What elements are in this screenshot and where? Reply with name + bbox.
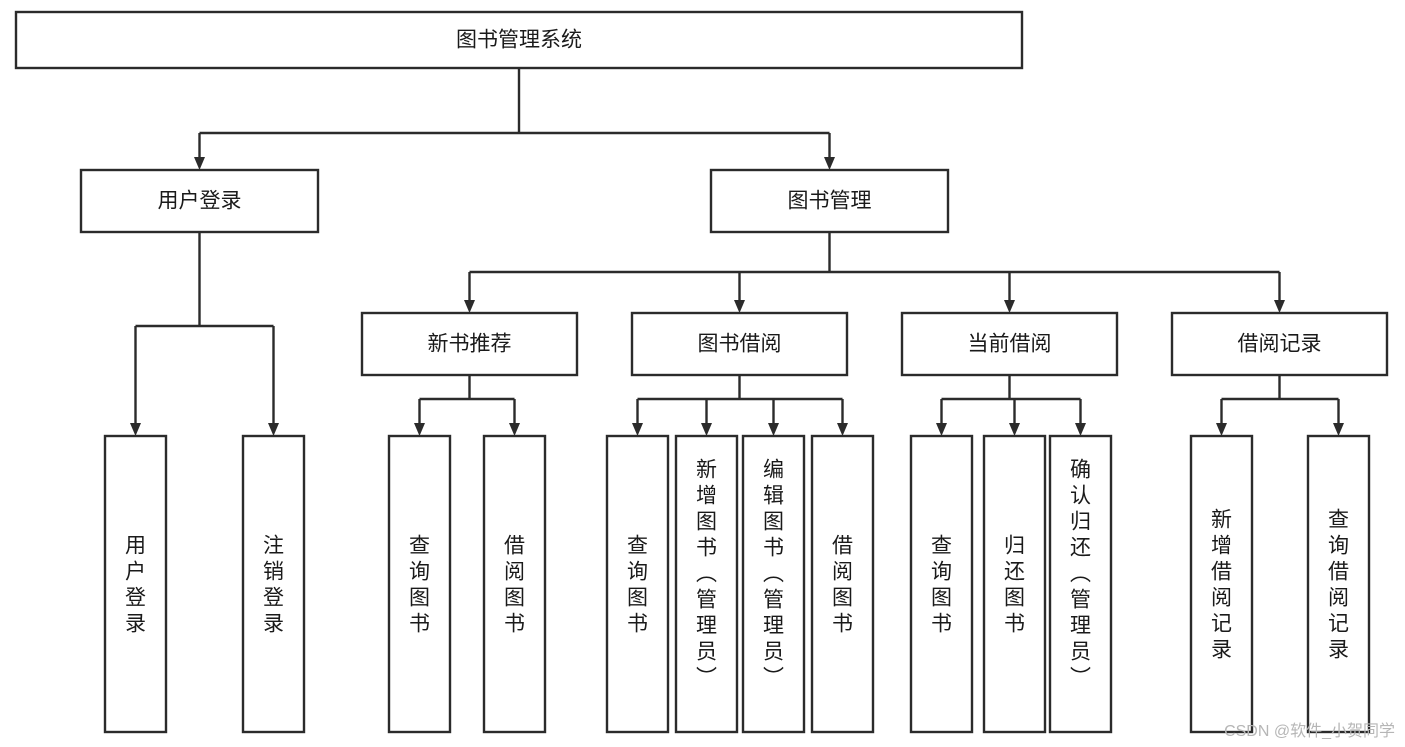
- node-label: 图书管理: [788, 190, 872, 213]
- node-box: [709, 168, 950, 234]
- node-box: [1170, 311, 1389, 377]
- node-leaf-nb-borrow[interactable]: 借阅图书: [482, 434, 547, 734]
- node-box: [1189, 434, 1254, 734]
- arrow-head-icon: [936, 423, 947, 436]
- edge-group-l3-newbook: [414, 375, 520, 436]
- arrow-head-icon: [837, 423, 848, 436]
- node-label: 当前借阅: [968, 333, 1052, 356]
- arrow-head-icon: [268, 423, 279, 436]
- node-label: 新增图书︵管理员︶: [696, 458, 717, 689]
- arrow-head-icon: [1333, 423, 1344, 436]
- edge-group-l2-book: [464, 232, 1285, 313]
- arrow-head-icon: [1004, 300, 1015, 313]
- node-box: [482, 434, 547, 734]
- node-label: 用户登录: [125, 534, 146, 635]
- node-leaf-bo-borrow[interactable]: 借阅图书: [810, 434, 875, 734]
- node-l3-current[interactable]: 当前借阅: [900, 311, 1119, 377]
- arrow-head-icon: [1216, 423, 1227, 436]
- node-label: 借阅图书: [832, 534, 853, 635]
- arrow-head-icon: [509, 423, 520, 436]
- node-box: [909, 434, 974, 734]
- arrow-head-icon: [1075, 423, 1086, 436]
- arrow-head-icon: [824, 157, 835, 170]
- node-label: 确认归还︵管理员︶: [1070, 458, 1091, 689]
- arrow-head-icon: [768, 423, 779, 436]
- node-label: 借阅图书: [504, 534, 525, 635]
- node-box: [241, 434, 306, 734]
- node-label: 注销登录: [263, 534, 284, 635]
- node-box: [810, 434, 875, 734]
- node-box: [14, 10, 1024, 70]
- node-leaf-nb-query[interactable]: 查询图书: [387, 434, 452, 734]
- node-box: [1048, 434, 1113, 734]
- node-root[interactable]: 图书管理系统: [14, 10, 1024, 70]
- node-label: 查询图书: [931, 534, 952, 635]
- watermark-text: CSDN @软件_小贺同学: [1224, 723, 1395, 740]
- node-leaf-cb-return[interactable]: 归还图书: [982, 434, 1047, 734]
- node-leaf-bo-add[interactable]: 新增图书︵管理员︶: [674, 434, 739, 734]
- edge-group-l3-record: [1216, 375, 1344, 436]
- node-l2-user[interactable]: 用户登录: [79, 168, 320, 234]
- node-box: [79, 168, 320, 234]
- arrow-head-icon: [414, 423, 425, 436]
- node-box: [900, 311, 1119, 377]
- node-leaf-rc-query[interactable]: 查询借阅记录: [1306, 434, 1371, 734]
- node-label: 新书推荐: [428, 333, 512, 356]
- node-label: 图书管理系统: [456, 29, 582, 52]
- node-leaf-user-login[interactable]: 用户登录: [103, 434, 168, 734]
- node-box: [630, 311, 849, 377]
- edge-group-l2-user: [130, 232, 279, 436]
- arrow-head-icon: [130, 423, 141, 436]
- node-box: [1306, 434, 1371, 734]
- node-leaf-bo-query[interactable]: 查询图书: [605, 434, 670, 734]
- edge-layer: [130, 68, 1344, 436]
- node-label: 新增借阅记录: [1211, 508, 1232, 661]
- node-leaf-cb-confirm[interactable]: 确认归还︵管理员︶: [1048, 434, 1113, 734]
- arrow-head-icon: [1009, 423, 1020, 436]
- arrow-head-icon: [464, 300, 475, 313]
- node-label: 归还图书: [1004, 534, 1025, 635]
- node-label: 查询图书: [627, 534, 648, 635]
- node-leaf-user-logout[interactable]: 注销登录: [241, 434, 306, 734]
- node-label: 借阅记录: [1238, 333, 1322, 356]
- node-box: [387, 434, 452, 734]
- arrow-head-icon: [734, 300, 745, 313]
- node-label: 编辑图书︵管理员︶: [763, 458, 784, 689]
- arrow-head-icon: [194, 157, 205, 170]
- node-leaf-rc-add[interactable]: 新增借阅记录: [1189, 434, 1254, 734]
- node-box: [103, 434, 168, 734]
- node-label: 图书借阅: [698, 333, 782, 356]
- node-box: [982, 434, 1047, 734]
- edge-group-l3-current: [936, 375, 1086, 436]
- arrow-head-icon: [1274, 300, 1285, 313]
- node-layer: 图书管理系统用户登录图书管理新书推荐图书借阅当前借阅借阅记录用户登录注销登录查询…: [14, 10, 1389, 734]
- node-label: 用户登录: [158, 190, 242, 213]
- node-box: [674, 434, 739, 734]
- arrow-head-icon: [632, 423, 643, 436]
- node-leaf-cb-query[interactable]: 查询图书: [909, 434, 974, 734]
- node-leaf-bo-edit[interactable]: 编辑图书︵管理员︶: [741, 434, 806, 734]
- node-box: [605, 434, 670, 734]
- edge-group-l3-borrow: [632, 375, 848, 436]
- node-l3-newbook[interactable]: 新书推荐: [360, 311, 579, 377]
- node-l3-record[interactable]: 借阅记录: [1170, 311, 1389, 377]
- node-label: 查询图书: [409, 534, 430, 635]
- node-label: 查询借阅记录: [1328, 508, 1349, 661]
- arrow-head-icon: [701, 423, 712, 436]
- node-box: [360, 311, 579, 377]
- node-box: [741, 434, 806, 734]
- node-l3-borrow[interactable]: 图书借阅: [630, 311, 849, 377]
- edge-group-root: [194, 68, 835, 170]
- node-l2-book[interactable]: 图书管理: [709, 168, 950, 234]
